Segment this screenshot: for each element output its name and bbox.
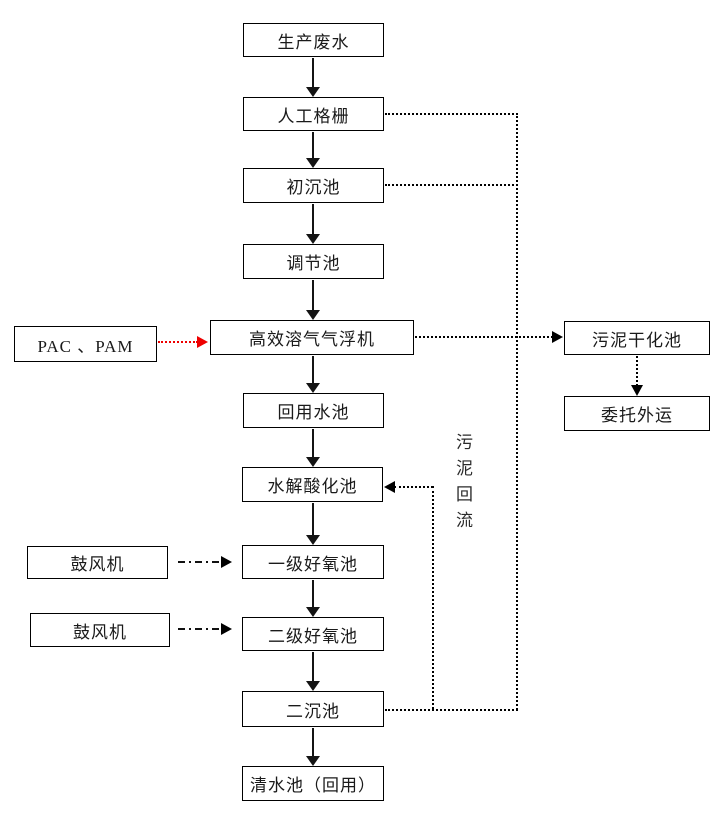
flow-arrow-4: [306, 280, 320, 320]
node-aerobic-tank-2: 二级好氧池: [242, 617, 384, 651]
sludge-line-screen: [385, 113, 518, 115]
node-clear-water-tank: 清水池（回用）: [242, 766, 384, 801]
air-line-1: [178, 561, 222, 563]
flow-arrow-3: [306, 204, 320, 244]
node-manual-screen: 人工格栅: [243, 97, 384, 131]
flow-arrow-9: [306, 652, 320, 691]
node-hydrolysis-tank: 水解酸化池: [242, 467, 383, 502]
flow-arrow-6: [306, 429, 320, 467]
drying-to-transport-line: [636, 356, 638, 386]
sludge-line-secondary: [385, 709, 518, 711]
flow-arrow-7: [306, 503, 320, 545]
arrowhead-dosing: [197, 336, 208, 348]
sludge-return-horizontal: [394, 486, 433, 488]
arrowhead-to-drying-tank: [552, 331, 563, 343]
flow-arrow-10: [306, 728, 320, 766]
sludge-line-primary: [385, 184, 518, 186]
air-line-2: [178, 628, 222, 630]
node-external-transport: 委托外运: [564, 396, 710, 431]
node-aerobic-tank-1: 一级好氧池: [242, 545, 384, 579]
node-daf-machine: 高效溶气气浮机: [210, 320, 414, 355]
node-regulating-tank: 调节池: [243, 244, 384, 279]
dosing-line: [158, 341, 198, 343]
sludge-return-vertical: [432, 486, 434, 709]
flow-arrow-2: [306, 132, 320, 168]
node-pac-pam: PAC 、PAM: [14, 326, 157, 362]
node-blower-2: 鼓风机: [30, 613, 170, 647]
node-secondary-sedimentation: 二沉池: [242, 691, 384, 727]
sludge-return-label: 污泥回流: [453, 433, 472, 537]
arrowhead-to-hydrolysis: [384, 481, 395, 493]
node-primary-sedimentation: 初沉池: [243, 168, 384, 203]
flow-arrow-8: [306, 580, 320, 617]
arrowhead-air-1: [221, 556, 232, 568]
node-production-wastewater: 生产废水: [243, 23, 384, 57]
arrowhead-air-2: [221, 623, 232, 635]
sludge-line-collector: [516, 113, 518, 710]
sludge-line-daf: [415, 336, 553, 338]
node-sludge-drying-tank: 污泥干化池: [564, 321, 710, 355]
arrowhead-to-transport: [631, 385, 643, 396]
flow-arrow-5: [306, 356, 320, 393]
flow-arrow-1: [306, 58, 320, 97]
node-blower-1: 鼓风机: [27, 546, 168, 579]
node-reuse-water-tank: 回用水池: [243, 393, 384, 428]
